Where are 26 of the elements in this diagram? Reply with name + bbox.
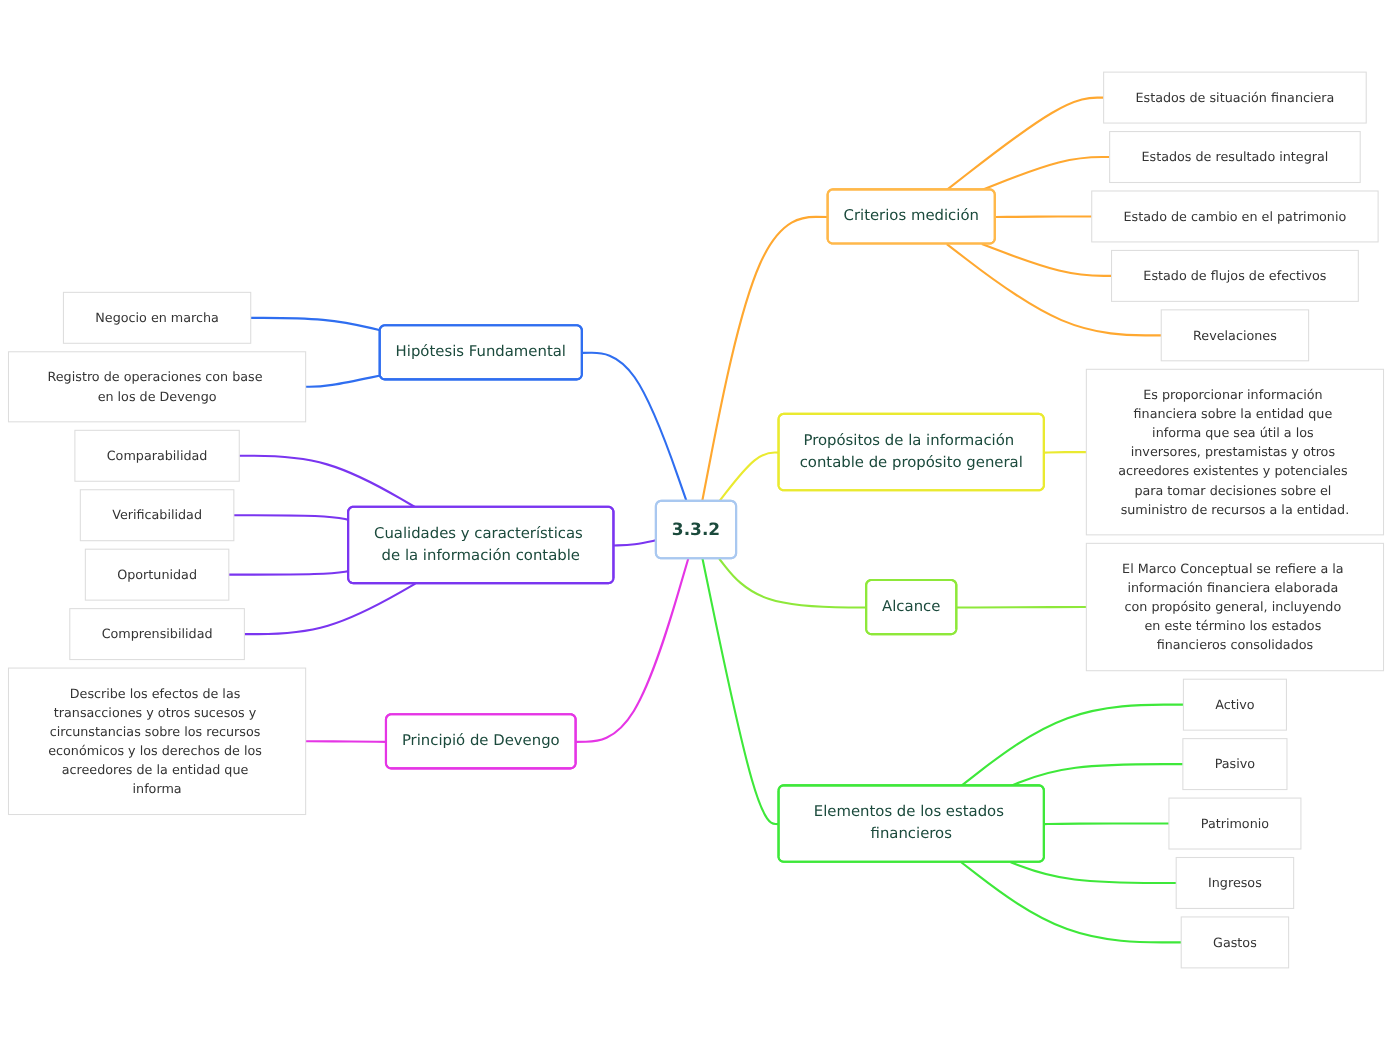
connector [582,351,688,502]
connector [981,243,1112,277]
connector [995,215,1092,219]
connector [1044,822,1169,826]
connector [946,243,1162,337]
connector [1010,763,1183,787]
connector [1044,451,1087,454]
connector [960,861,1182,944]
connector [960,703,1184,787]
connector [239,454,416,509]
connector [946,96,1104,191]
connector [701,215,829,502]
connector [305,374,381,388]
connector [956,605,1087,609]
connector [250,316,381,332]
connector [981,155,1110,191]
connector [718,558,867,609]
connector [701,558,780,826]
connector [576,558,690,743]
connector [718,451,780,503]
connector [228,570,349,576]
connector [244,582,416,636]
connector [233,514,349,521]
connector [613,539,657,547]
connector [305,740,387,743]
connector [1010,861,1177,885]
